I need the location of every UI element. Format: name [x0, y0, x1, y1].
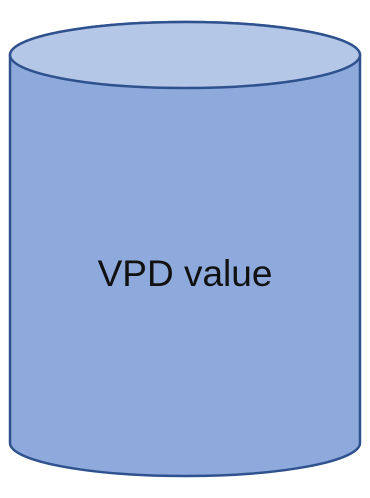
cylinder-body: [8, 20, 362, 478]
cylinder-top: [8, 20, 362, 90]
cylinder-label: VPD value: [98, 253, 273, 294]
